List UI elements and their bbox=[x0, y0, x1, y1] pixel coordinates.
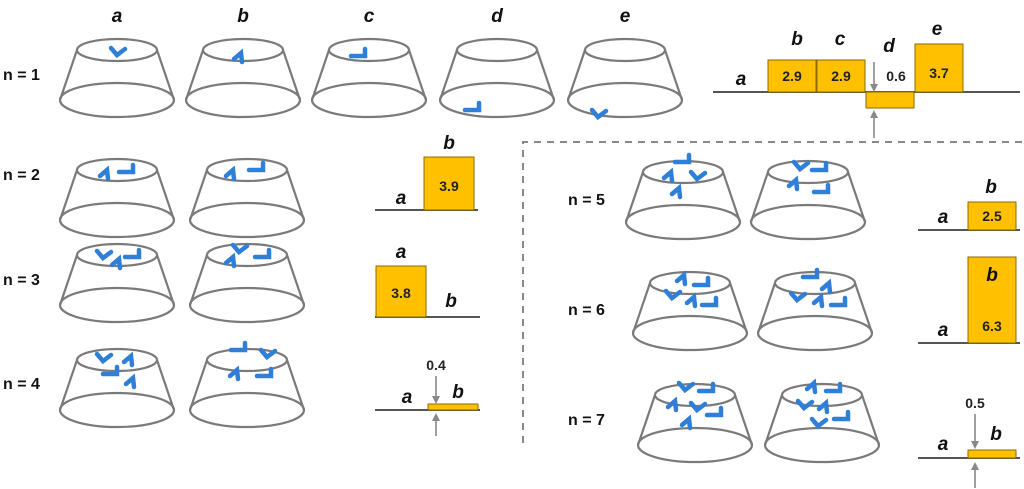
row-label-n5: n = 5 bbox=[568, 192, 605, 209]
bar-b bbox=[967, 256, 1017, 344]
row-label-n2: n = 2 bbox=[3, 167, 40, 184]
cluster-n5-b bbox=[749, 161, 867, 241]
cluster-n7-a bbox=[636, 383, 754, 464]
bar-b bbox=[967, 201, 1017, 231]
bar-label-e: e bbox=[932, 19, 943, 40]
bar-b bbox=[427, 403, 479, 411]
row-label-n1: n = 1 bbox=[3, 67, 40, 84]
bar-c bbox=[816, 59, 866, 93]
base-label: a bbox=[938, 320, 949, 341]
bar-label-c: c bbox=[835, 29, 846, 50]
small-value: 0.5 bbox=[965, 395, 985, 411]
cluster-n3-a bbox=[58, 242, 176, 324]
column-label-e: e bbox=[620, 6, 631, 27]
bar-value-d: 0.6 bbox=[886, 68, 906, 84]
bar-label-d: d bbox=[883, 36, 895, 57]
base-label: a bbox=[938, 434, 949, 455]
column-label-b: b bbox=[237, 6, 249, 27]
cluster-n5-a bbox=[624, 155, 742, 241]
cluster-n2-b bbox=[188, 157, 306, 239]
cluster-n3-b bbox=[188, 244, 306, 324]
bar-label: b bbox=[986, 265, 998, 286]
top-label: a bbox=[396, 242, 407, 263]
bar-value: 6.3 bbox=[982, 318, 1002, 334]
row-label-n6: n = 6 bbox=[568, 302, 605, 319]
base-label: a bbox=[396, 188, 407, 209]
cluster-n2-a bbox=[58, 157, 176, 239]
cluster-n1-d bbox=[438, 37, 556, 119]
cluster-n6-a bbox=[631, 270, 749, 352]
cluster-n6-b bbox=[756, 270, 874, 352]
energy-panel-n5: 2.5 b a bbox=[918, 177, 1020, 231]
cluster-n7-b bbox=[763, 383, 881, 464]
bar-label-b: b bbox=[443, 133, 455, 154]
small-value: 0.4 bbox=[426, 357, 446, 373]
cluster-n1-c bbox=[310, 37, 428, 119]
energy-panel-n1: a 2.9 b 2.9 c 0.6 d 3.7 e bbox=[713, 19, 1020, 138]
cluster-n1-b bbox=[184, 37, 302, 119]
bar-value-e: 3.7 bbox=[929, 65, 949, 81]
column-label-c: c bbox=[364, 6, 375, 27]
row-label-n4: n = 4 bbox=[3, 376, 40, 393]
bar-b bbox=[767, 59, 817, 93]
base-label: a bbox=[938, 207, 949, 228]
bar-label-b: b bbox=[791, 29, 803, 50]
cluster-n4-a bbox=[58, 347, 176, 429]
bar-value: 2.5 bbox=[982, 208, 1002, 224]
bar-label: b bbox=[985, 177, 997, 198]
bar-value-b: 2.9 bbox=[782, 68, 802, 84]
column-label-a: a bbox=[112, 6, 123, 27]
bar-a bbox=[375, 265, 427, 318]
base-label: a bbox=[736, 69, 747, 90]
row-label-n3: n = 3 bbox=[3, 272, 40, 289]
cluster-n1-a bbox=[58, 37, 176, 119]
bar-value-b: 3.9 bbox=[439, 178, 459, 194]
bar-b bbox=[967, 449, 1017, 459]
base-label: b bbox=[445, 291, 457, 312]
energy-panel-n2: a 3.9 b bbox=[375, 133, 478, 211]
energy-panel-n6: b 6.3 a bbox=[918, 256, 1020, 344]
cluster-n4-b bbox=[188, 343, 306, 429]
bar-b bbox=[423, 156, 475, 211]
cluster-n1-e bbox=[566, 37, 684, 117]
row-label-n7: n = 7 bbox=[568, 412, 605, 429]
base-label: a bbox=[402, 387, 413, 408]
energy-panel-n7: a b 0.5 bbox=[918, 395, 1020, 488]
bar-d bbox=[865, 91, 915, 109]
energy-panel-n4: a b 0.4 bbox=[375, 357, 480, 436]
bar-e bbox=[914, 43, 964, 93]
bar-value-c: 2.9 bbox=[831, 68, 851, 84]
bar-value: 3.8 bbox=[391, 285, 411, 301]
section-divider bbox=[522, 141, 1022, 446]
column-label-d: d bbox=[491, 6, 503, 27]
energy-panel-n3: a 3.8 b bbox=[375, 242, 480, 318]
bar-label: b bbox=[990, 424, 1002, 445]
bar-label: b bbox=[452, 382, 464, 403]
